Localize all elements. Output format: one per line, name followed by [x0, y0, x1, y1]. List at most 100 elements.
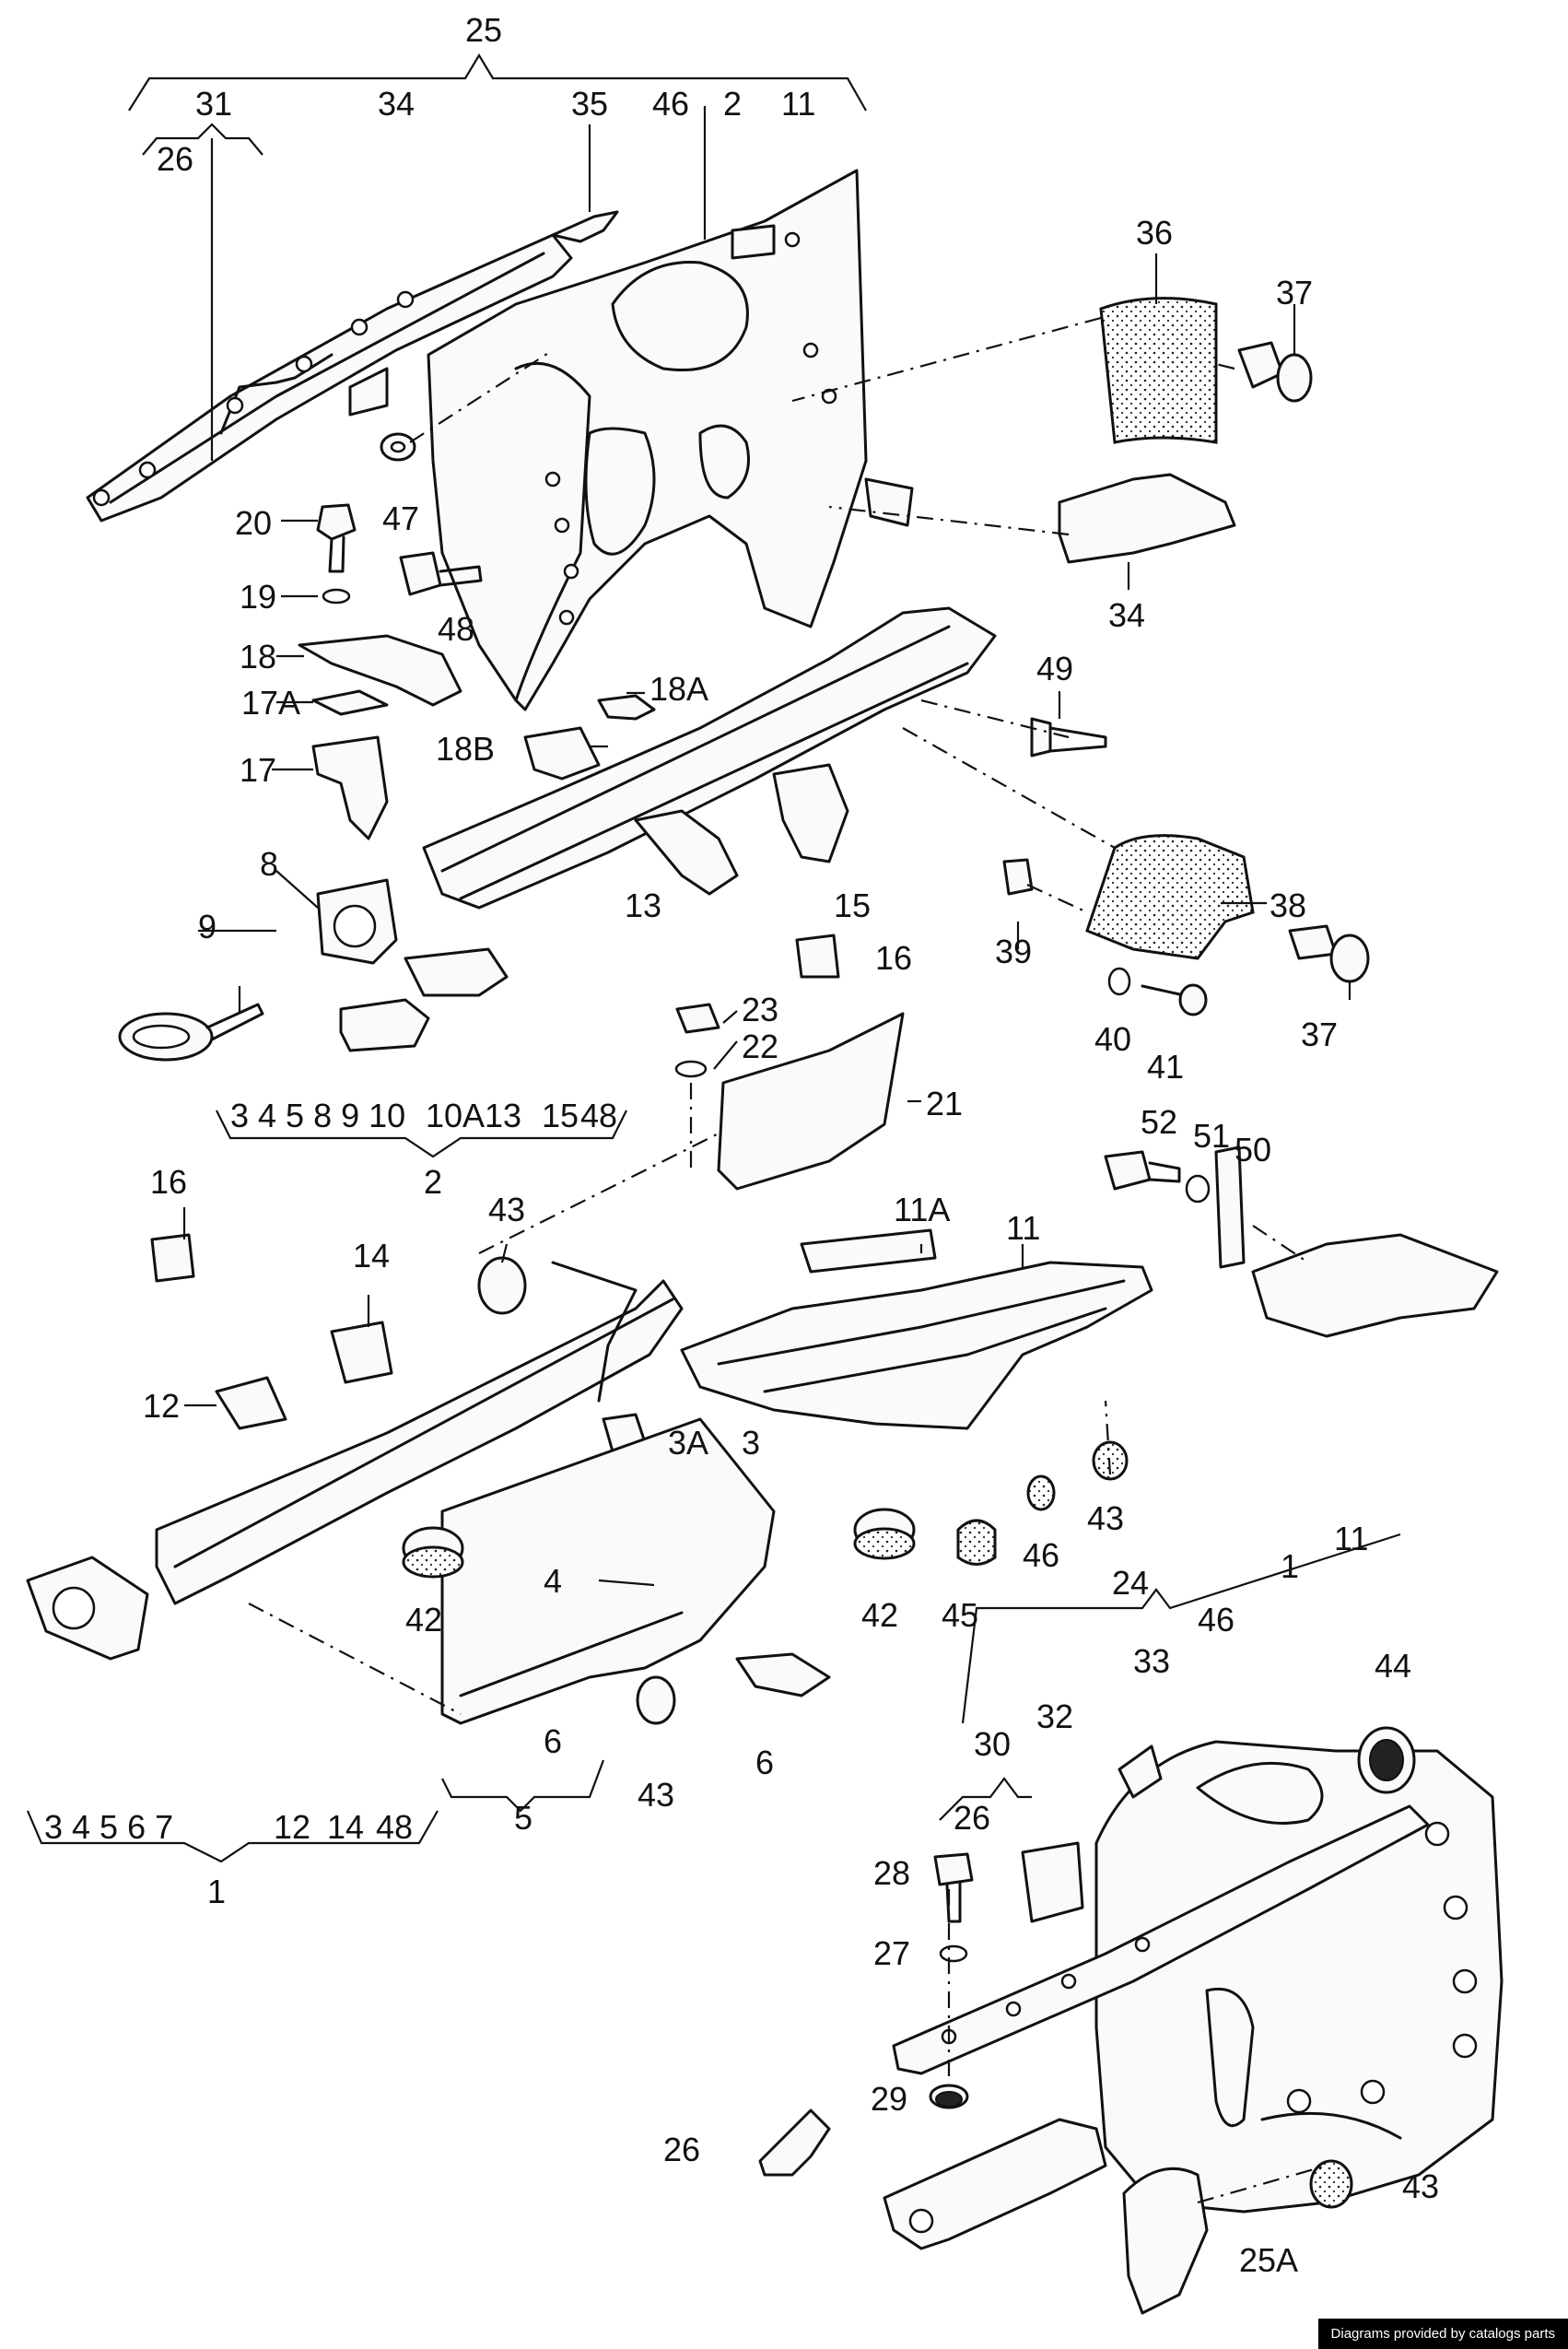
leader-lines — [182, 106, 1352, 1587]
callout-35: 35 — [571, 85, 608, 123]
callout-34-top: 34 — [378, 85, 415, 123]
callout-37-lower: 37 — [1301, 1016, 1338, 1053]
callout-33: 33 — [1133, 1642, 1170, 1680]
foam-pad-36 — [1099, 297, 1218, 444]
nut-23 — [675, 1003, 720, 1034]
callout-17A: 17A — [241, 684, 300, 722]
callout-32: 32 — [1036, 1697, 1073, 1735]
callout-36: 36 — [1136, 214, 1173, 252]
callout-22: 22 — [742, 1028, 778, 1065]
callout-24: 24 — [1112, 1564, 1149, 1602]
bracket-35 — [551, 210, 619, 243]
callout-3A: 3A — [668, 1424, 708, 1462]
channel-11A — [800, 1228, 937, 1274]
callout-38: 38 — [1270, 887, 1306, 924]
brace-30 — [939, 1777, 1032, 1821]
callout-30: 30 — [974, 1725, 1011, 1763]
floor-pan-11 — [680, 1261, 1153, 1430]
grommet-47 — [380, 432, 416, 462]
brace-31 — [142, 123, 263, 156]
callout-43-bottom: 43 — [1402, 2167, 1439, 2205]
bracket-18 — [298, 634, 462, 707]
assembly-lines — [248, 316, 1328, 2204]
callout-11-right: 11 — [1334, 1520, 1368, 1557]
callout-18B: 18B — [436, 730, 495, 768]
rail-30 — [892, 1804, 1430, 2075]
clip-37-upper — [1237, 341, 1313, 403]
bracket-8 — [316, 878, 398, 965]
callout-29: 29 — [871, 2080, 907, 2118]
callout-2-top: 2 — [723, 85, 742, 123]
stud-48 — [399, 551, 483, 596]
grommet-43-upper — [477, 1256, 527, 1315]
bracket-7 — [26, 1556, 149, 1661]
callout-1-right: 1 — [1281, 1547, 1299, 1585]
plate-17A — [311, 689, 389, 716]
wheel-housing-24 — [1094, 1740, 1504, 2214]
callout-1-bottom: 1 — [207, 1873, 226, 1910]
callout-19: 19 — [240, 578, 276, 616]
callout-26-right: 26 — [954, 1799, 990, 1837]
callout-45: 45 — [942, 1596, 978, 1634]
callout-11A: 11A — [894, 1191, 950, 1228]
callout-49: 49 — [1036, 650, 1073, 687]
callout-group-1-list: 3 4 5 6 7 — [44, 1808, 173, 1846]
callout-12-list: 12 — [274, 1808, 310, 1846]
callout-14-mid: 14 — [353, 1237, 390, 1274]
rail-member-31 — [86, 233, 573, 523]
callout-43-lower: 43 — [638, 1776, 674, 1814]
washer-51 — [1185, 1174, 1211, 1204]
callout-labels: 25 31 34 35 46 2 11 26 36 37 20 47 19 48… — [44, 11, 1439, 2279]
callout-50: 50 — [1235, 1131, 1271, 1169]
callout-46-top: 46 — [652, 85, 689, 123]
callout-42-left: 42 — [405, 1601, 442, 1638]
callout-23: 23 — [742, 991, 778, 1028]
callout-43-mid: 43 — [1087, 1499, 1124, 1537]
callout-37-top: 37 — [1276, 274, 1313, 311]
grommet-44 — [1357, 1726, 1416, 1794]
callout-4: 4 — [544, 1562, 562, 1600]
brace-5 — [441, 1759, 605, 1813]
screw-49 — [1030, 717, 1107, 758]
callout-8: 8 — [260, 845, 278, 883]
nut-16-upper — [795, 934, 840, 979]
callout-52: 52 — [1141, 1103, 1177, 1141]
callout-15-mid: 15 — [834, 887, 871, 924]
callout-5: 5 — [514, 1799, 532, 1837]
callout-27: 27 — [873, 1934, 910, 1972]
callout-48-list-bottom: 48 — [376, 1808, 413, 1846]
screw-41 — [1141, 983, 1208, 1016]
bracket-6 — [735, 1652, 831, 1697]
callout-14-list: 14 — [327, 1808, 364, 1846]
callout-13-list: 13 — [485, 1097, 521, 1134]
callout-10A: 10A — [426, 1097, 485, 1134]
callout-51: 51 — [1193, 1117, 1230, 1155]
heat-shield-38 — [1085, 834, 1255, 960]
grommet-43-lower — [636, 1675, 676, 1725]
washer-22 — [674, 1060, 708, 1078]
callout-43-upper: 43 — [488, 1191, 525, 1228]
side-member-2 — [422, 606, 997, 910]
callout-40: 40 — [1094, 1020, 1131, 1058]
callout-28: 28 — [873, 1854, 910, 1892]
clip-37-lower — [1288, 924, 1370, 983]
callout-31: 31 — [195, 85, 232, 123]
bracket-26-lower — [758, 2108, 831, 2177]
bracket-25A — [1122, 2167, 1209, 2315]
towing-eye-9 — [118, 1003, 264, 1062]
bracket-32 — [1021, 1841, 1084, 1923]
callout-16-upper: 16 — [875, 939, 912, 977]
wheel-housing-46 — [427, 169, 914, 711]
brace-2 — [216, 1110, 627, 1158]
callout-47: 47 — [382, 499, 419, 537]
bracket-right — [1251, 1233, 1499, 1338]
attribution-footer: Diagrams provided by catalogs parts — [1317, 2319, 1568, 2349]
callout-39: 39 — [995, 933, 1032, 970]
callout-42-right: 42 — [861, 1596, 898, 1634]
grommet-45 — [956, 1519, 997, 1566]
grommet-29 — [929, 2084, 969, 2109]
grommet-42-right — [853, 1508, 916, 1560]
callout-2-bottom: 2 — [424, 1163, 442, 1201]
brace-25 — [128, 53, 867, 112]
